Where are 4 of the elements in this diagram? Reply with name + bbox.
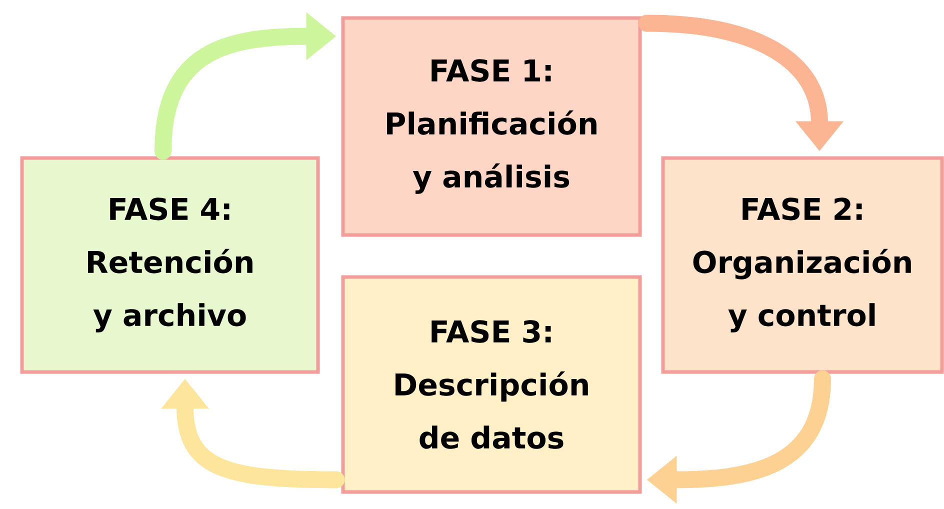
phase-box: FASE 1: Planificación y análisis bbox=[341, 16, 642, 237]
phase-box: FASE 3: Descripción de datos bbox=[341, 275, 642, 494]
phase-box: FASE 2: Organización y control bbox=[661, 156, 944, 374]
phase-box: FASE 4: Retención y archivo bbox=[20, 156, 320, 374]
